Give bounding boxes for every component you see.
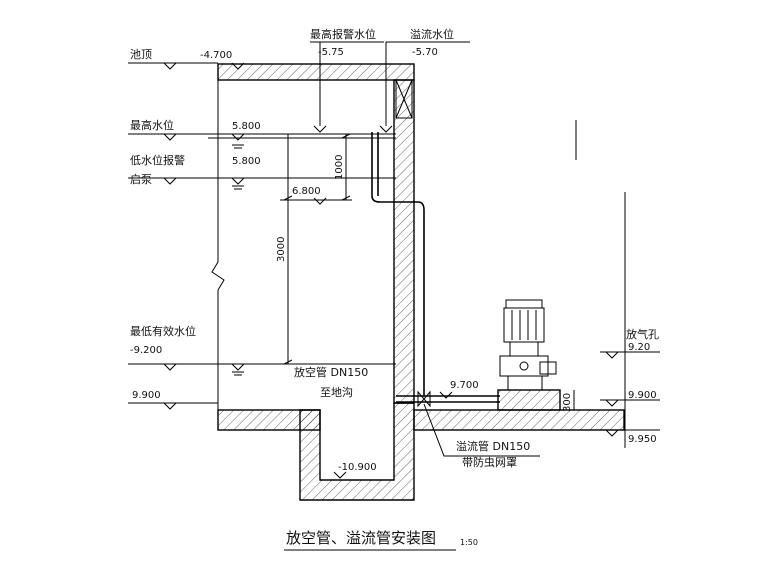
label-max-water-level: 5.800 [232,121,261,132]
label-dim-3000: 3000 [276,237,287,262]
label-min-eff-level: -9.200 [130,345,162,356]
label-dim-300: 300 [562,393,573,412]
axis-lines [211,64,626,448]
dimensions [280,133,575,410]
leaders [310,41,470,126]
label-pool-top-level: -4.700 [200,50,232,61]
pump-assembly [499,299,557,391]
pump-foot [507,375,543,391]
label-pipe-level: 9.700 [450,380,479,391]
label-valve-note: 带防虫网罩 [462,455,517,469]
pump-base [497,389,561,411]
label-pit-level: -10.900 [338,462,377,473]
pump-body [499,355,549,377]
roof-opening [395,79,413,119]
pipes [371,132,540,457]
text-labels: 最高报警水位 -5.75 溢流水位 -5.70 池顶 -4.700 最高水位 5… [130,27,659,551]
label-right-level-1: 9.900 [628,390,657,401]
label-vent-hole-level: 9.20 [628,342,650,353]
drawing-title: 放空管、溢流管安装图 [286,529,436,547]
label-vent-hole: 放气孔 [626,327,659,341]
label-start-level: 6.800 [292,186,321,197]
label-drain: 至地沟 [320,386,353,399]
label-low-alarm: 低水位报警 [130,153,185,167]
label-right-level-2: 9.950 [628,434,657,445]
label-overflow: 溢流水位 [410,27,454,41]
label-top-alarm-level: -5.75 [318,47,344,58]
label-start: 启泵 [130,173,152,186]
floor-slab-right [413,409,625,431]
label-dim-1000: 1000 [334,155,345,180]
label-pool-top: 池顶 [130,48,152,61]
label-low-alarm-level: 5.800 [232,156,261,167]
drawing-scale: 1:50 [460,538,478,547]
pump-motor-cap [505,299,543,309]
label-overflow-valve: 溢流管 DN150 [456,439,530,453]
label-top-alarm: 最高报警水位 [310,27,376,41]
label-vent-pipe: 放空管 DN150 [294,365,368,379]
tank-structure [217,63,625,501]
label-floor-level: 9.900 [132,390,161,401]
pump-outlet [539,361,557,375]
pump-motor [503,307,545,343]
label-overflow-level: -5.70 [412,47,438,58]
right-wall [393,79,415,404]
label-max-water: 最高水位 [130,118,174,132]
sump-pit [299,402,415,501]
pump-coupling [509,341,539,357]
label-min-eff: 最低有效水位 [130,324,196,338]
roof-slab [217,63,415,81]
